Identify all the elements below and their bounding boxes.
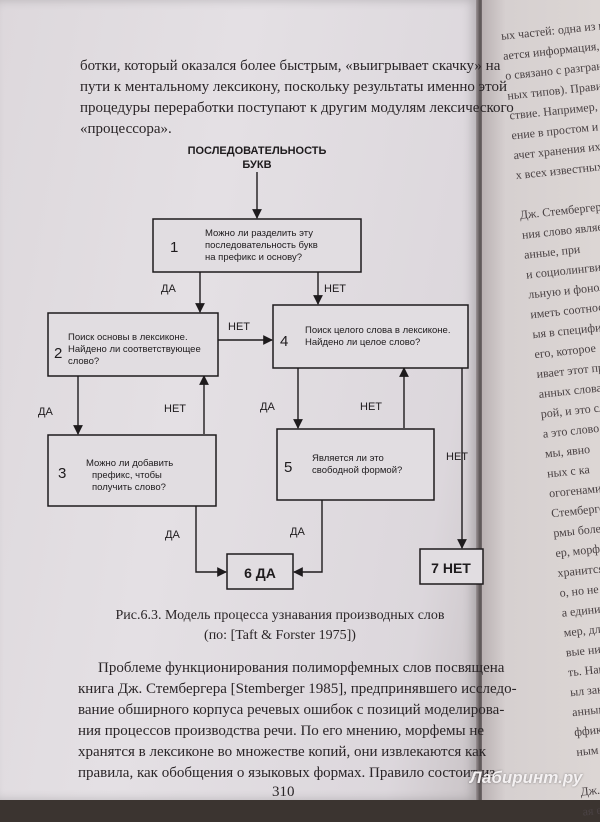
box-text: Можно ли добавить — [86, 458, 173, 469]
page-number: 310 — [272, 784, 295, 800]
box-number: 2 — [54, 345, 62, 362]
box-text: на префикс и основу? — [205, 252, 302, 263]
figure-caption: Рис.6.3. Модель процесса узнавания произ… — [95, 606, 465, 646]
box-text: Поиск основы в лексиконе. — [68, 332, 188, 343]
box-text: получить слово? — [92, 482, 166, 493]
label-no: НЕТ — [164, 403, 186, 415]
box-text: слово? — [68, 356, 99, 367]
label-no: НЕТ — [324, 283, 346, 295]
label-yes: ДА — [260, 401, 275, 413]
box-text: свободной формой? — [312, 465, 402, 476]
box-number: 5 — [284, 459, 292, 476]
right-page — [482, 0, 600, 800]
label-yes: ДА — [290, 526, 305, 538]
box-text: Найдено ли целое слово? — [305, 337, 420, 348]
box-result-yes: 6 ДА — [244, 565, 276, 581]
top-paragraph: ботки, который оказался более быстрым, «… — [80, 56, 514, 140]
caption-line: Рис.6.3. Модель процесса узнавания произ… — [115, 608, 445, 623]
text-line: пути к ментальному лексикону, поскольку … — [80, 79, 507, 95]
watermark-logo: Лабиринт.ру — [470, 768, 583, 787]
bottom-paragraph: Проблеме функционирования полиморфемных … — [78, 658, 517, 784]
box-text: Поиск целого слова в лексиконе. — [305, 325, 450, 336]
flowchart-box-3 — [47, 434, 217, 507]
flowchart-box-6 — [226, 553, 294, 590]
text-line: книга Дж. Стембергера [Stemberger 1985],… — [78, 681, 517, 697]
arrow-5-to-6 — [293, 500, 323, 577]
box-number: 3 — [58, 465, 66, 482]
flowchart: ПОСЛЕДОВАТЕЛЬНОСТЬ БУКВ 1 Можно ли разде… — [38, 145, 484, 590]
label-no: НЕТ — [228, 321, 250, 333]
flowchart-box-7 — [419, 548, 484, 585]
arrow-3-to-6 — [195, 506, 227, 577]
label-yes: ДА — [165, 529, 180, 541]
box-text: Можно ли разделить эту — [205, 228, 313, 239]
box-text: Является ли это — [312, 453, 384, 464]
caption-line: (по: [Taft & Forster 1975]) — [204, 628, 356, 643]
box-number: 4 — [280, 333, 288, 350]
text-line: процедуры переработки поступают к другим… — [80, 100, 514, 116]
flowchart-box-4 — [272, 304, 469, 369]
box-text: префикс, чтобы — [92, 470, 162, 481]
book-gutter — [476, 0, 484, 800]
flowchart-start-label: ПОСЛЕДОВАТЕЛЬНОСТЬ — [188, 145, 327, 157]
label-yes: ДА — [161, 283, 176, 295]
left-page — [0, 0, 478, 800]
label-no: НЕТ — [446, 451, 468, 463]
text-line: правила, как обобщения о языковых формах… — [78, 765, 496, 781]
box-number: 1 — [170, 239, 178, 256]
flowchart-box-1 — [152, 218, 362, 273]
flowchart-start-label: БУКВ — [242, 159, 271, 171]
flowchart-box-2 — [47, 312, 219, 377]
text-line: вание обширного корпуса речевых ошибок с… — [78, 702, 505, 718]
box-result-no: 7 НЕТ — [431, 560, 471, 576]
text-line: ботки, который оказался более быстрым, «… — [80, 58, 501, 74]
label-no: НЕТ — [360, 401, 382, 413]
text-line: ния процессов производства речи. По его … — [78, 723, 485, 739]
label-yes: ДА — [38, 406, 53, 418]
flowchart-box-5 — [276, 428, 435, 501]
text-line: Проблеме функционирования полиморфемных … — [98, 660, 505, 676]
text-line: хранятся в лексиконе во множестве копий,… — [78, 744, 487, 760]
box-text: последовательность букв — [205, 240, 318, 251]
box-text: Найдено ли соответствующее — [68, 344, 201, 355]
text-line: «процессора». — [80, 121, 172, 137]
